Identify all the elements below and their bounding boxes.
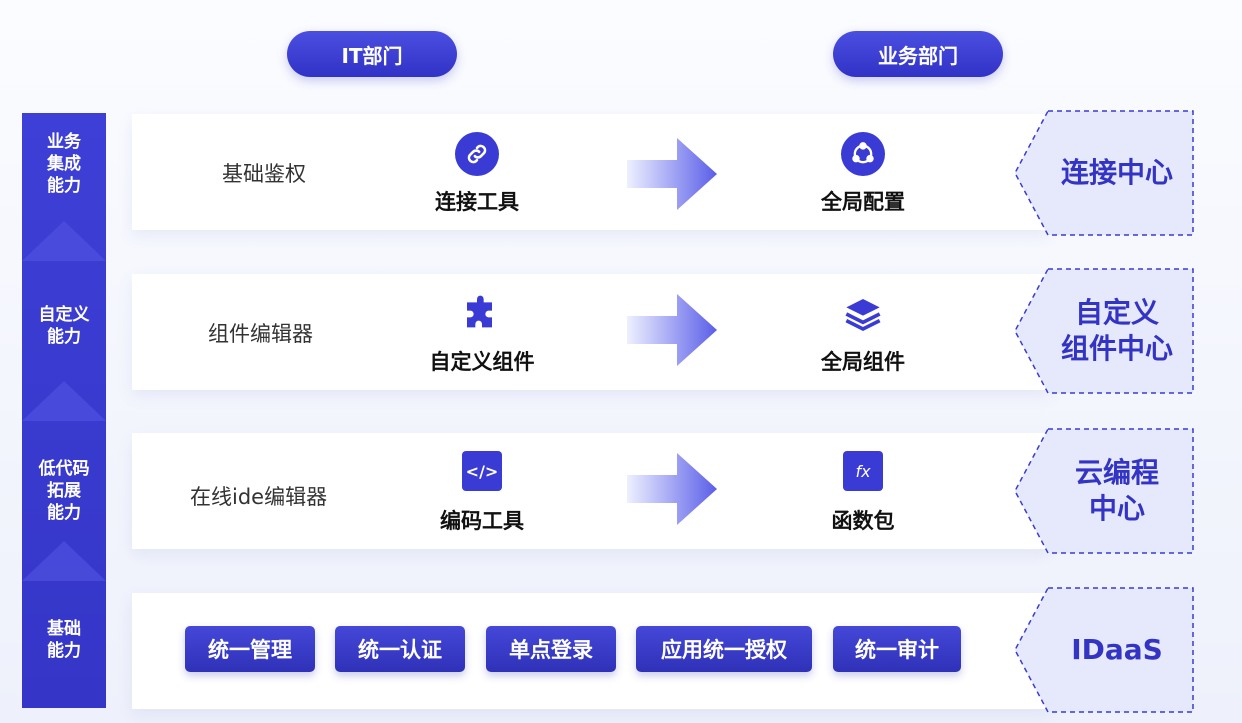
center-title: 自定义 组件中心: [1060, 296, 1173, 365]
tool-title: 连接工具: [435, 190, 519, 214]
center-title: IDaaS: [1071, 633, 1163, 666]
unified-audit-tag: 统一审计: [833, 626, 961, 672]
center-tag-cloud-coding: 云编程 中心: [1014, 428, 1194, 554]
center-title: 云编程 中心: [1074, 456, 1159, 525]
capability-label-lowcode: 低代码 拓展 能力: [38, 459, 90, 523]
it-tool-custom-component: 自定义组件: [402, 292, 562, 376]
row-label: 在线ide编辑器: [190, 485, 328, 509]
capability-column: 业务 集成 能力 自定义 能力 低代码 拓展 能力 基础 能力: [22, 113, 106, 708]
unified-authentication-tag: 统一认证: [335, 626, 465, 672]
row-lowcode: 在线ide编辑器 </> 编码工具 fx 函数包: [132, 433, 1050, 549]
capability-chevron: [22, 541, 106, 581]
capability-chevron: [22, 381, 106, 421]
function-icon: fx: [843, 451, 883, 491]
center-tag-component: 自定义 组件中心: [1014, 268, 1194, 394]
center-tag-idaas: IDaaS: [1014, 587, 1194, 713]
tool-title: 函数包: [831, 509, 895, 533]
biz-tool-global-component: 全局组件: [788, 292, 938, 376]
business-department-pill: 业务部门: [833, 31, 1003, 77]
biz-tool-function-pack: fx 函数包: [788, 451, 938, 535]
tool-title: 全局配置: [821, 190, 905, 214]
single-sign-on-tag: 单点登录: [486, 626, 616, 672]
it-tool-connect: 连接工具: [402, 132, 552, 216]
network-icon: [841, 132, 885, 176]
row-label: 基础鉴权: [222, 162, 306, 186]
tool-title: 编码工具: [440, 509, 524, 533]
it-department-pill: IT部门: [287, 31, 457, 77]
row-custom: 组件编辑器 自定义组件 全局组件: [132, 274, 1050, 390]
puzzle-icon: [460, 292, 504, 336]
center-title: 连接中心: [1060, 156, 1173, 189]
capability-label-custom: 自定义 能力: [38, 305, 90, 347]
layers-icon: [841, 292, 885, 336]
unified-authorization-tag: 应用统一授权: [636, 626, 812, 672]
link-icon: [455, 132, 499, 176]
tool-title: 自定义组件: [429, 350, 535, 374]
row-label: 组件编辑器: [208, 322, 313, 346]
center-tag-connect: 连接中心: [1014, 110, 1194, 236]
arrow-icon: [627, 138, 717, 210]
capability-label-integration: 业务 集成 能力: [47, 132, 81, 196]
it-tool-coding: </> 编码工具: [402, 451, 562, 535]
row-integration: 基础鉴权 连接工具 全局配置: [132, 114, 1050, 230]
code-icon: </>: [462, 451, 502, 491]
biz-tool-global-config: 全局配置: [788, 132, 938, 216]
capability-label-basic: 基础 能力: [47, 619, 81, 661]
unified-management-tag: 统一管理: [185, 626, 315, 672]
arrow-icon: [627, 453, 717, 525]
arrow-icon: [627, 294, 717, 366]
tool-title: 全局组件: [821, 350, 905, 374]
capability-chevron: [22, 221, 106, 261]
